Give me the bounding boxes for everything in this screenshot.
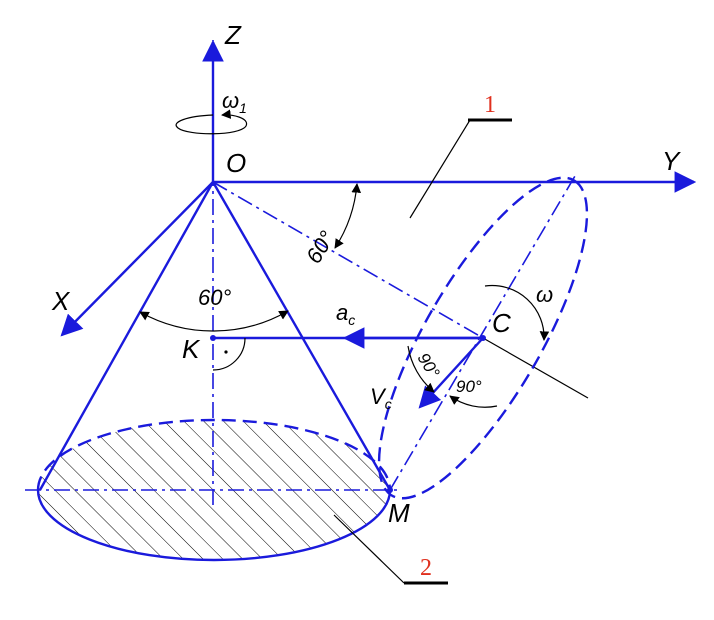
callout-1-leader	[409, 119, 471, 219]
point-m	[387, 487, 393, 493]
angle-arc-90a	[407, 345, 435, 393]
label-omega: ω	[536, 282, 553, 307]
omega1-rotation-arrow	[175, 109, 248, 135]
base-ellipse-back	[36, 418, 392, 491]
label-z: Z	[224, 20, 242, 50]
disk-diameter	[389, 175, 576, 491]
label-y: Y	[662, 146, 681, 176]
label-k: K	[182, 334, 201, 364]
vc-vector	[418, 337, 484, 409]
angle-arc-top	[334, 183, 362, 249]
oc-line	[212, 181, 484, 339]
label-c: C	[492, 308, 511, 338]
right-angle-dot	[224, 350, 228, 354]
label-o: O	[226, 148, 246, 178]
point-k	[210, 335, 216, 341]
omega-arc	[484, 284, 550, 341]
point-c	[480, 335, 486, 341]
angle-arc-90b	[449, 395, 498, 408]
x-axis	[60, 181, 214, 337]
label-x: X	[51, 286, 71, 316]
cone-generator-right	[211, 181, 392, 491]
label-angle-top: 60°	[301, 226, 340, 268]
k-right-angle-arc	[212, 337, 246, 371]
label-angle-90b: 90°	[456, 377, 482, 396]
callout-2-number: 2	[420, 555, 432, 581]
label-angle-90a: 90°	[414, 350, 444, 382]
label-ac: ac	[336, 300, 355, 328]
axis-extension	[482, 337, 589, 399]
label-vc: Vc	[370, 384, 392, 412]
callout-2-leader	[333, 514, 405, 584]
angle-arc-left	[139, 310, 289, 332]
label-angle-left: 60°	[198, 285, 231, 310]
callout-1-number: 1	[484, 92, 496, 118]
label-m: M	[388, 498, 410, 528]
label-omega1: ω1	[222, 88, 247, 116]
disk-ellipse	[377, 176, 589, 500]
base-ellipse-front	[36, 489, 392, 562]
cone-generator-left	[38, 181, 215, 491]
